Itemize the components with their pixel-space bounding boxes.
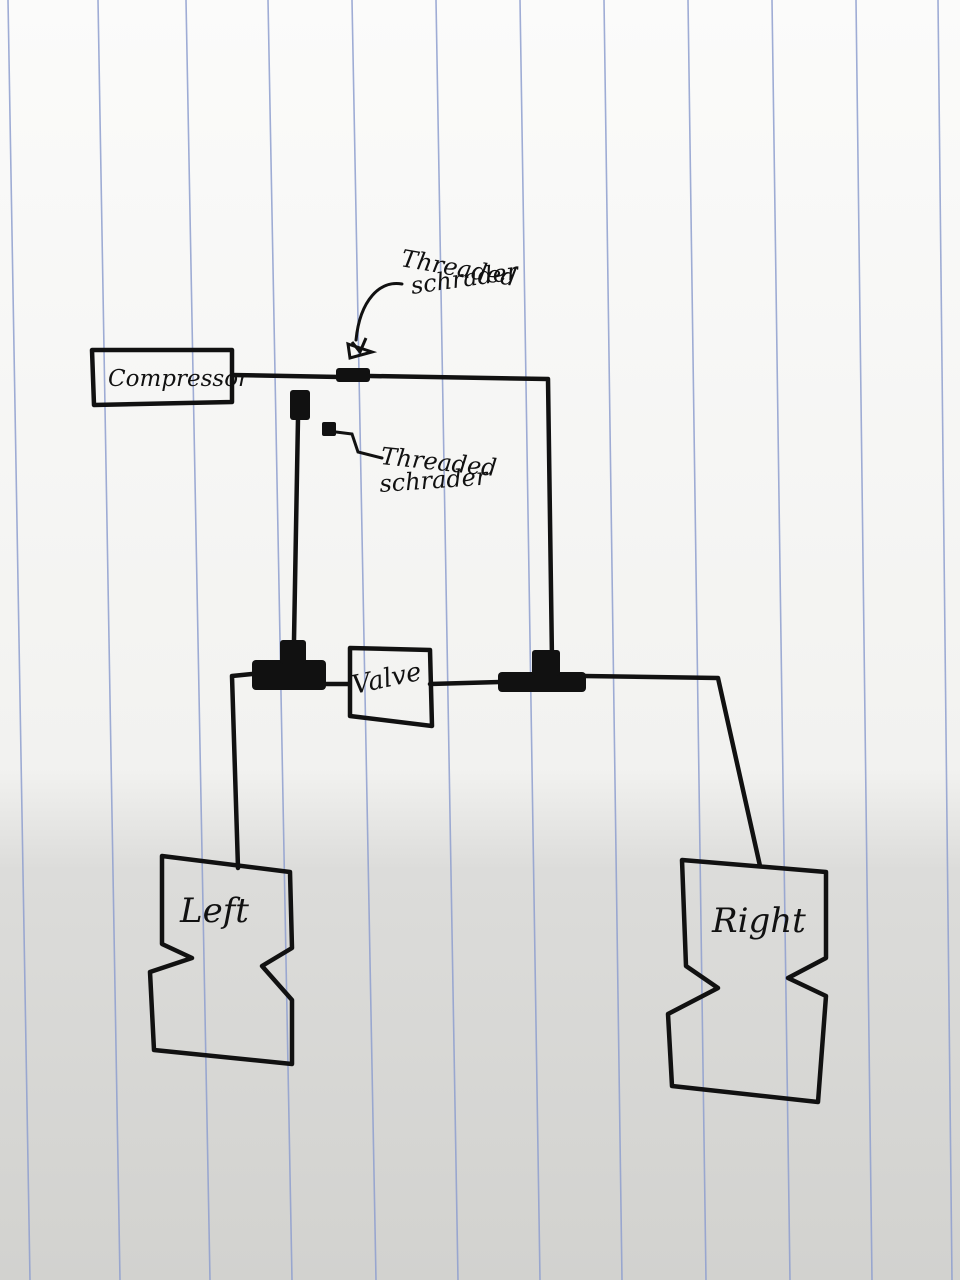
ruled-line [519, 0, 541, 1280]
compressor-outline [89, 347, 235, 408]
ruled-line [603, 0, 623, 1280]
left-riser-line [291, 415, 301, 643]
cross-line [323, 679, 503, 687]
ruled-line [185, 0, 211, 1280]
ruled-line [351, 0, 377, 1280]
ruled-line [435, 0, 459, 1280]
right-tee-fitting [498, 650, 586, 692]
top-schrader-marker-icon [346, 341, 378, 360]
right-bag-line [581, 673, 763, 869]
ruled-line [7, 0, 31, 1280]
compressor-box: Compressor [89, 347, 251, 408]
compressor-label: Compressor [108, 366, 251, 392]
air-lines [229, 372, 763, 871]
left-airbag-label: Left [179, 891, 249, 931]
lower-schrader-body [290, 390, 310, 420]
ruled-line [855, 0, 873, 1280]
lower-schrader-arrow [334, 430, 384, 460]
main-line-top [229, 372, 555, 663]
ruled-line [97, 0, 121, 1280]
left-tee-body [252, 660, 326, 690]
left-tee-fitting [252, 640, 326, 690]
right-tee-stem [532, 650, 560, 676]
top-schrader-arrow [354, 282, 404, 342]
ruled-line [937, 0, 953, 1280]
top-schrader-body [336, 368, 370, 382]
right-airbag-label: Right [711, 901, 806, 941]
valve-outline [347, 645, 435, 729]
left-airbag: Left [147, 853, 295, 1067]
right-airbag-outline [665, 857, 829, 1105]
ruled-lines [7, 0, 953, 1280]
right-airbag: Right [665, 857, 829, 1105]
ruled-line [771, 0, 791, 1280]
left-tee-stem [280, 640, 306, 664]
ruled-line [267, 0, 293, 1280]
left-bag-line [229, 671, 255, 871]
lower-schrader-tip [322, 422, 336, 436]
ruled-line [687, 0, 707, 1280]
right-tee-body [498, 672, 586, 692]
left-airbag-outline [147, 853, 295, 1067]
top-schrader-arrowhead-icon [350, 337, 368, 355]
